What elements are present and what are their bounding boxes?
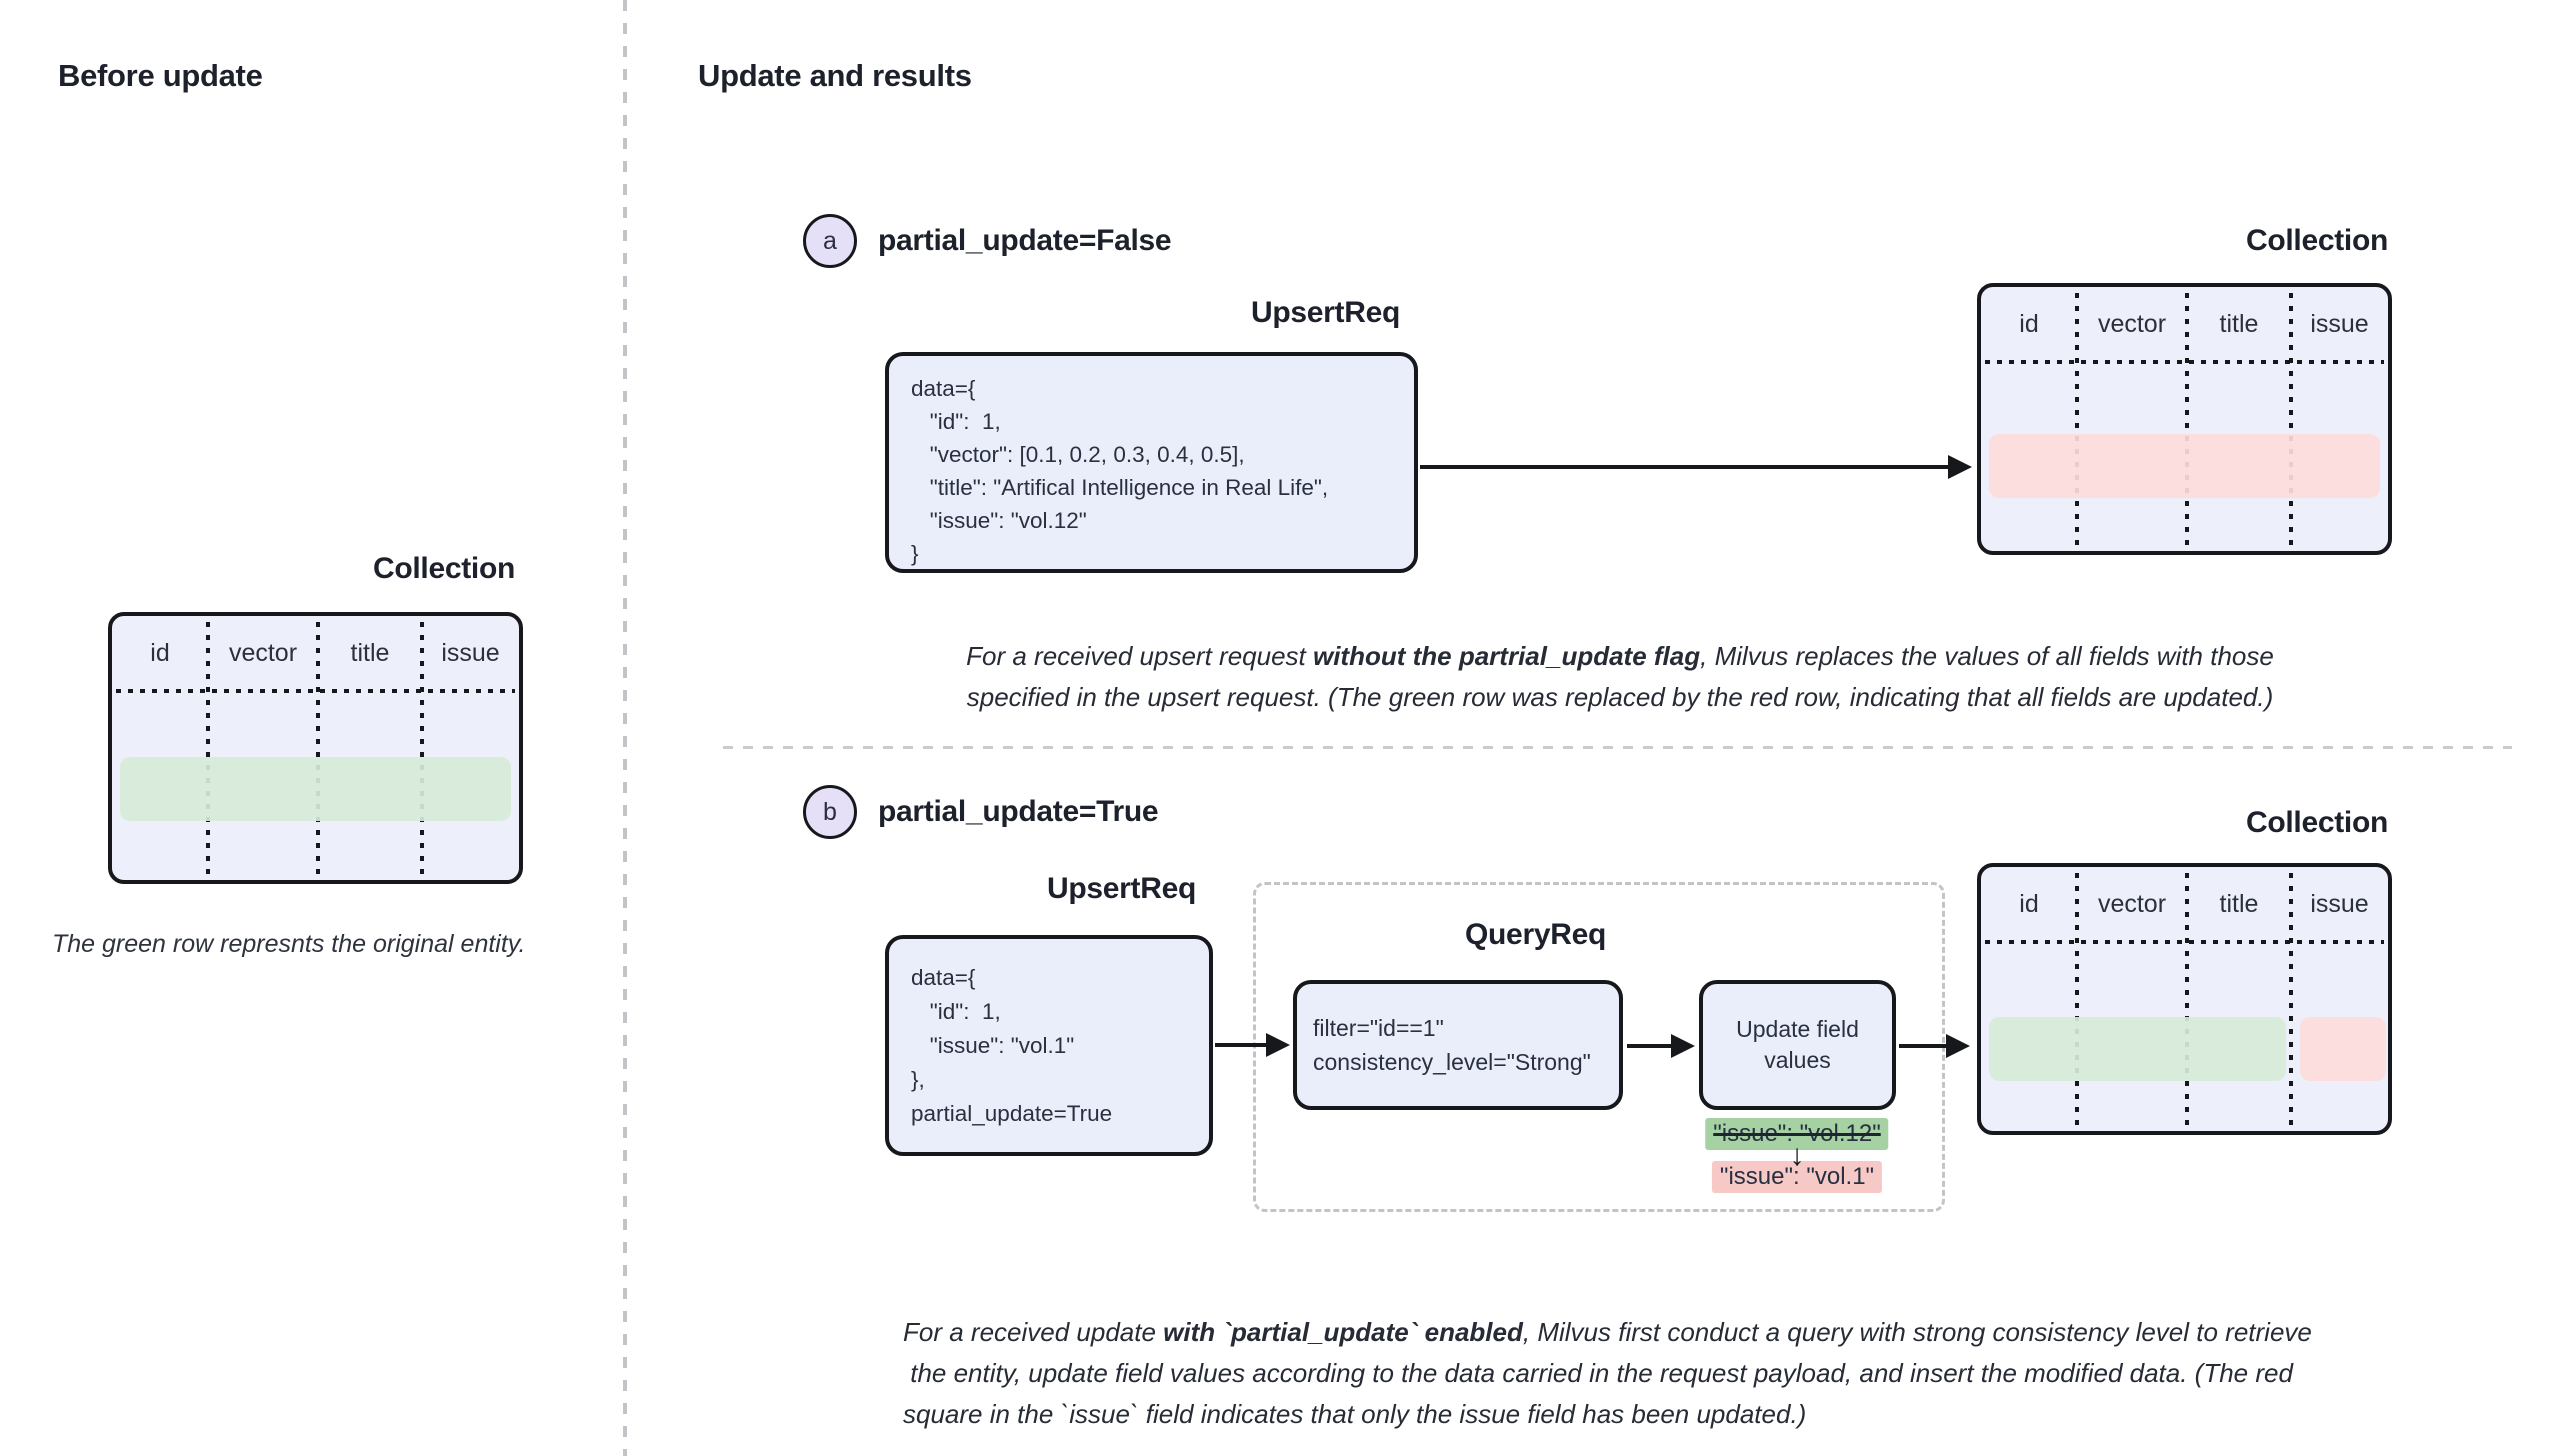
upsertreq-box-b: data={ "id": 1, "issue": "vol.1"},partia… — [885, 935, 1213, 1156]
arrow-b2-head — [1671, 1034, 1695, 1058]
table-column-separator — [316, 622, 320, 874]
upsertreq-box-a: data={ "id": 1, "vector": [0.1, 0.2, 0.3… — [885, 352, 1418, 573]
upsertreq-label-a: UpsertReq — [1251, 296, 1400, 329]
collection-table-before: id vector title issue — [108, 612, 523, 884]
red-cell-highlight — [2300, 1017, 2386, 1081]
note-b-line3: square in the `issue` field indicates th… — [903, 1399, 1807, 1429]
collection-table-b: id vector title issue — [1977, 863, 2392, 1135]
note-a-line1: For a received upsert request without th… — [966, 641, 2274, 671]
upsertreq-label-b: UpsertReq — [1047, 872, 1196, 905]
collection-title-a: Collection — [2245, 224, 2388, 257]
table-column-separator — [2185, 873, 2189, 1125]
column-header-vector: vector — [2097, 890, 2167, 918]
arrow-b2-line — [1627, 1044, 1673, 1048]
note-b-line2: the entity, update field values accordin… — [903, 1358, 2293, 1388]
new-issue-value-label: "issue": "vol.1" — [1711, 1161, 1883, 1193]
table-header-row: id vector title issue — [112, 616, 519, 691]
old-issue-value-label: "issue": "vol.12" — [1705, 1118, 1889, 1150]
column-header-id: id — [150, 639, 170, 667]
panel-divider — [623, 0, 627, 1456]
column-header-title: title — [350, 639, 390, 667]
table-header-row: id vector title issue — [1981, 287, 2388, 362]
collection-table-a: id vector title issue — [1977, 283, 2392, 555]
green-row-highlight — [1989, 1017, 2286, 1081]
queryreq-label: QueryReq — [1465, 918, 1606, 951]
table-column-separator — [2289, 873, 2293, 1125]
green-row-highlight — [120, 757, 511, 821]
before-caption: The green row represnts the original ent… — [52, 930, 526, 958]
table-column-separator — [2185, 293, 2189, 545]
note-a: For a received upsert request without th… — [880, 636, 2360, 718]
column-header-issue: issue — [441, 639, 500, 667]
heading-partial-update-true: partial_update=True — [878, 795, 1159, 828]
table-column-separator — [420, 622, 424, 874]
column-header-issue: issue — [2310, 310, 2369, 338]
section-divider — [723, 746, 2512, 749]
badge-b: b — [803, 785, 857, 839]
table-header-separator — [1985, 940, 2384, 944]
collection-title-before: Collection — [372, 552, 515, 585]
table-header-separator — [1985, 360, 2384, 364]
arrow-b3-head — [1946, 1034, 1970, 1058]
red-row-highlight — [1989, 434, 2380, 498]
table-header-row: id vector title issue — [1981, 867, 2388, 942]
update-results-title: Update and results — [698, 58, 972, 93]
table-header-separator — [116, 689, 515, 693]
before-update-title: Before update — [58, 58, 263, 93]
column-header-title: title — [2219, 310, 2259, 338]
table-column-separator — [206, 622, 210, 874]
heading-partial-update-false: partial_update=False — [878, 224, 1172, 257]
column-header-id: id — [2019, 310, 2039, 338]
note-b-line1: For a received update with `partial_upda… — [903, 1317, 2312, 1347]
arrow-a-line — [1420, 465, 1950, 469]
column-header-title: title — [2219, 890, 2259, 918]
table-column-separator — [2075, 293, 2079, 545]
queryreq-box: filter="id==1"consistency_level="Strong" — [1293, 980, 1623, 1110]
column-header-vector: vector — [228, 639, 298, 667]
arrow-b1-head — [1266, 1033, 1290, 1057]
collection-title-b: Collection — [2245, 806, 2388, 839]
table-column-separator — [2075, 873, 2079, 1125]
arrow-b1-line — [1215, 1043, 1268, 1047]
arrow-b3-line — [1899, 1044, 1948, 1048]
badge-a: a — [803, 214, 857, 268]
arrow-a-head — [1948, 455, 1972, 479]
column-header-id: id — [2019, 890, 2039, 918]
replace-down-arrow-icon: ↓ — [1789, 1139, 1805, 1172]
note-b: For a received update with `partial_upda… — [903, 1312, 2463, 1435]
column-header-vector: vector — [2097, 310, 2167, 338]
note-a-line2: specified in the upsert request. (The gr… — [966, 682, 2274, 712]
column-header-issue: issue — [2310, 890, 2369, 918]
table-column-separator — [2289, 293, 2293, 545]
